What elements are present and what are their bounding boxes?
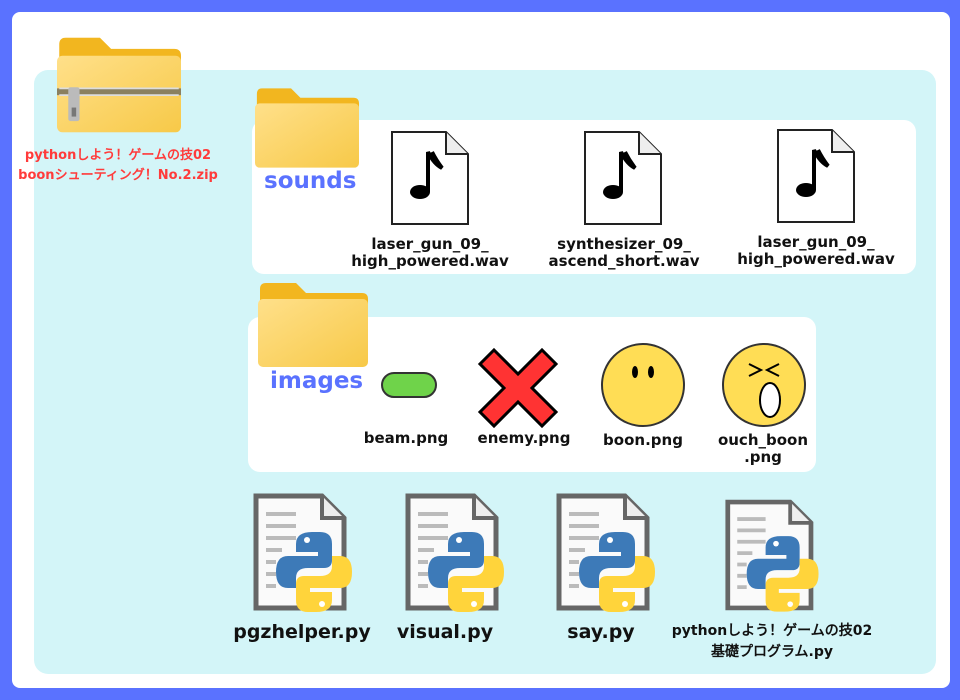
beam-image-icon[interactable] [381,372,437,398]
zip-name-line1: pythonしよう！ゲームの技02 [24,148,212,163]
python-file-icon[interactable] [404,492,514,612]
zip-folder-icon[interactable] [57,36,181,134]
image-file-label: boon.png [603,431,683,449]
sounds-folder-label: sounds [264,168,357,194]
wav-file-icon[interactable] [390,130,470,226]
image-file-label: beam.png [363,429,449,447]
enemy-image-icon[interactable] [476,346,560,430]
image-file-label: enemy.png [477,429,571,447]
python-file-icon[interactable] [252,492,362,612]
wav-file-label: synthesizer_09_ascend_short.wav [548,235,700,270]
images-folder-label: images [270,368,364,394]
wav-file-label: laser_gun_09_high_powered.wav [737,233,895,268]
sounds-folder-icon[interactable] [255,86,359,170]
python-file-label: pgzhelper.py [233,621,371,643]
zip-file-label[interactable]: pythonしよう！ゲームの技02 boonシューティング！No.2.zip [18,146,218,186]
boon-image-icon[interactable] [600,342,686,428]
wav-file-icon[interactable] [583,130,663,226]
image-file-label: ouch_boon.png [717,431,809,466]
python-file-label: say.py [567,621,635,643]
python-file-label: visual.py [396,621,494,643]
python-file-icon[interactable] [555,492,665,612]
python-file-icon[interactable] [724,498,828,612]
ouch-boon-image-icon[interactable] [721,342,807,428]
wav-file-label: laser_gun_09_high_powered.wav [351,235,509,270]
zip-name-line2: boonシューティング！No.2.zip [18,168,218,183]
wav-file-icon[interactable] [776,128,856,224]
images-folder-icon[interactable] [258,283,368,367]
